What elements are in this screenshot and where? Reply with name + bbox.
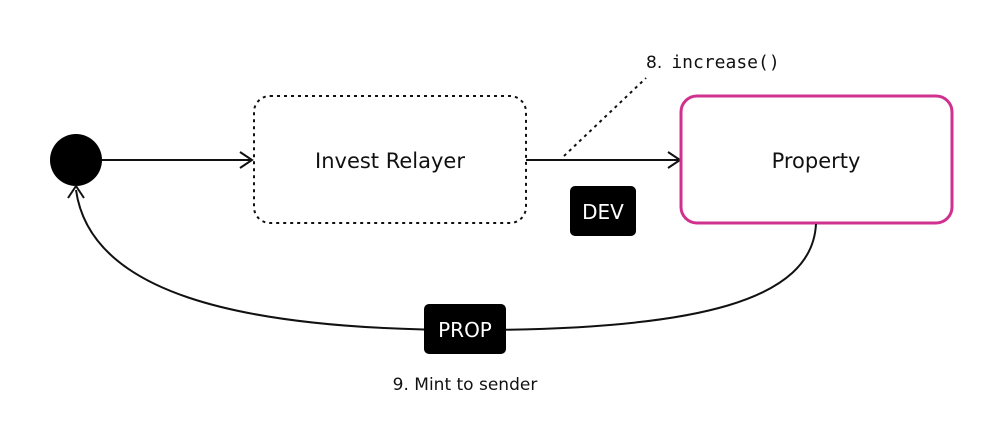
increase-step: 8. [646,53,662,73]
dev-badge: DEV [570,186,636,236]
increase-annotation: 8. increase() [646,52,780,73]
increase-leader-line [563,77,647,157]
relayer-node: Invest Relayer [253,95,527,224]
dev-badge-label: DEV [582,200,624,224]
mint-label: 9. Mint to sender [393,375,538,395]
relayer-label: Invest Relayer [315,149,465,173]
prop-badge-label: PROP [438,318,492,342]
prop-badge: PROP [424,304,506,354]
start-node [50,134,102,186]
property-node: Property [679,94,954,225]
increase-call: increase() [671,52,779,73]
property-label: Property [772,149,861,173]
edge-start-to-relayer [102,151,254,169]
edge-relayer-to-property [526,151,682,169]
